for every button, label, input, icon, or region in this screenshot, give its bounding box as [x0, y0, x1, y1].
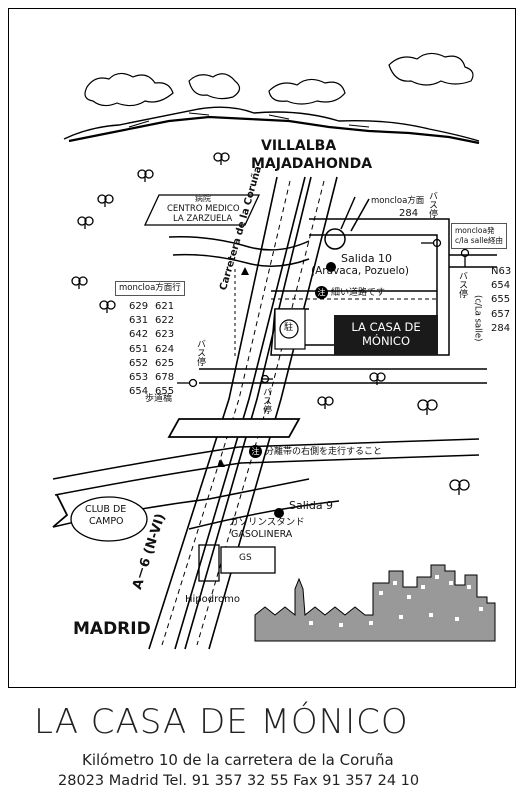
club-label-line2: CAMPO [89, 516, 124, 527]
footer: LA CASA DE MÓNICO Kilómetro 10 de la car… [0, 688, 524, 800]
salida10-label: Salida 10 [341, 252, 393, 265]
hospital-name-line2: LA ZARZUELA [173, 214, 233, 224]
salida10-subtitle: (Aravaca, Pozuelo) [311, 265, 410, 277]
restaurant-title: LA CASA DE MÓNICO [34, 702, 409, 742]
restaurant-address: Kilómetro 10 de la carretera de la Coruñ… [82, 751, 394, 769]
club-de-campo-area [70, 496, 148, 542]
bus-routes-left-col1: 629 631 642 651 652 653 654 [129, 300, 148, 399]
bus-route: 654 [129, 386, 149, 398]
restaurant-contact: 28023 Madrid Tel. 91 357 32 55 Fax 91 35… [58, 773, 420, 789]
madrid-label: MADRID [73, 619, 151, 639]
bus-route: 621 [155, 301, 175, 312]
salida9-dot [274, 508, 284, 518]
salida10-dot [326, 262, 336, 272]
salida9-label: Salida 9 [289, 499, 334, 512]
bus-route: 655 [155, 386, 175, 398]
bus-route: 651 [129, 343, 149, 355]
moncloa-depart-line2: c/la salle経由 [455, 236, 503, 245]
bus-route: 624 [155, 343, 175, 355]
bus-route: 623 [155, 329, 175, 341]
bus-routes-right: N63 654 655 657 284 [491, 265, 511, 336]
gas-station-building [220, 546, 276, 574]
bus-stop-label-left: バス停 [195, 339, 205, 366]
direction-arrows [217, 267, 249, 467]
narrow-road-note: 注細い道路です [315, 286, 385, 299]
hipodromo-label: Hipodromo [185, 594, 240, 605]
bus-stop-label-right: バス停 [457, 271, 467, 298]
clouds [84, 52, 474, 107]
bus-route: 631 [129, 315, 149, 327]
bus-route: 284 [491, 322, 511, 334]
bus-stop-label-top: バス停 [427, 191, 437, 218]
mountains [63, 106, 480, 145]
bus-routes-left-col2: 621 622 623 624 625 678 655 [155, 300, 174, 399]
hospital-kanji: 病院 [195, 194, 211, 203]
separator-note: 注分離帯の右側を走行すること [249, 445, 382, 458]
note-icon: 注 [315, 286, 328, 299]
bus-stop-label-mid: バス停 [261, 387, 271, 414]
gas-station-jp: ガソリンスタンド [229, 517, 305, 528]
note-icon: 注 [249, 445, 262, 458]
footbridge-structure [167, 418, 301, 438]
gas-station-gs: GS [239, 553, 252, 563]
bus-route: 655 [491, 294, 511, 306]
narrow-road-text: 細い道路です [331, 288, 386, 298]
bus-route: 622 [155, 315, 175, 327]
bus-route: 657 [491, 308, 511, 320]
bus-route: 652 [129, 357, 149, 369]
bus-route: 653 [129, 372, 149, 384]
calle-la-salle-label: (c/La salle) [472, 295, 483, 342]
moncloa-depart-line1: moncloa発 [455, 226, 495, 235]
gas-station-es: GASOLINERA [231, 529, 293, 540]
hospital-name-line1: CENTRO MEDICO [167, 204, 240, 214]
bus-stop-markers [177, 238, 470, 388]
footbridge-label: 歩道橋 [145, 394, 173, 404]
dashed-lanes [209, 269, 479, 370]
moncloa-top-label: moncloa方面 [371, 196, 425, 206]
bus-route: 678 [155, 372, 175, 384]
moncloa-top-route: 284 [399, 208, 419, 219]
map-frame: VILLALBA MAJADAHONDA 病院 CENTRO MEDICO LA… [8, 8, 516, 688]
skyline-windows [309, 575, 483, 627]
restaurant-name-line1: LA CASA DE [351, 320, 421, 334]
bus-route: 629 [129, 301, 149, 312]
bus-route: 654 [491, 280, 511, 292]
trees [71, 152, 470, 495]
restaurant-name-line2: MÓNICO [361, 334, 411, 348]
north-label-villalba: VILLALBA [261, 138, 337, 154]
club-label-line1: CLUB DE [85, 504, 127, 515]
parking-icon: 駐 [284, 323, 294, 333]
bus-route: N63 [491, 266, 512, 277]
restaurant-marker: LA CASA DE MÓNICO [334, 315, 438, 355]
bus-route: 642 [129, 329, 149, 341]
madrid-skyline [254, 564, 496, 642]
hospital-building [143, 194, 261, 226]
bus-route: 625 [155, 357, 175, 369]
separator-text: 分離帯の右側を走行すること [265, 447, 383, 457]
moncloa-left-label: moncloa方面行 [115, 281, 185, 296]
highway-roads [148, 176, 338, 650]
map-drawing [52, 52, 497, 650]
moncloa-depart-box: moncloa発 c/la salle経由 [451, 223, 507, 249]
north-label-majadahonda: MAJADAHONDA [251, 156, 373, 172]
